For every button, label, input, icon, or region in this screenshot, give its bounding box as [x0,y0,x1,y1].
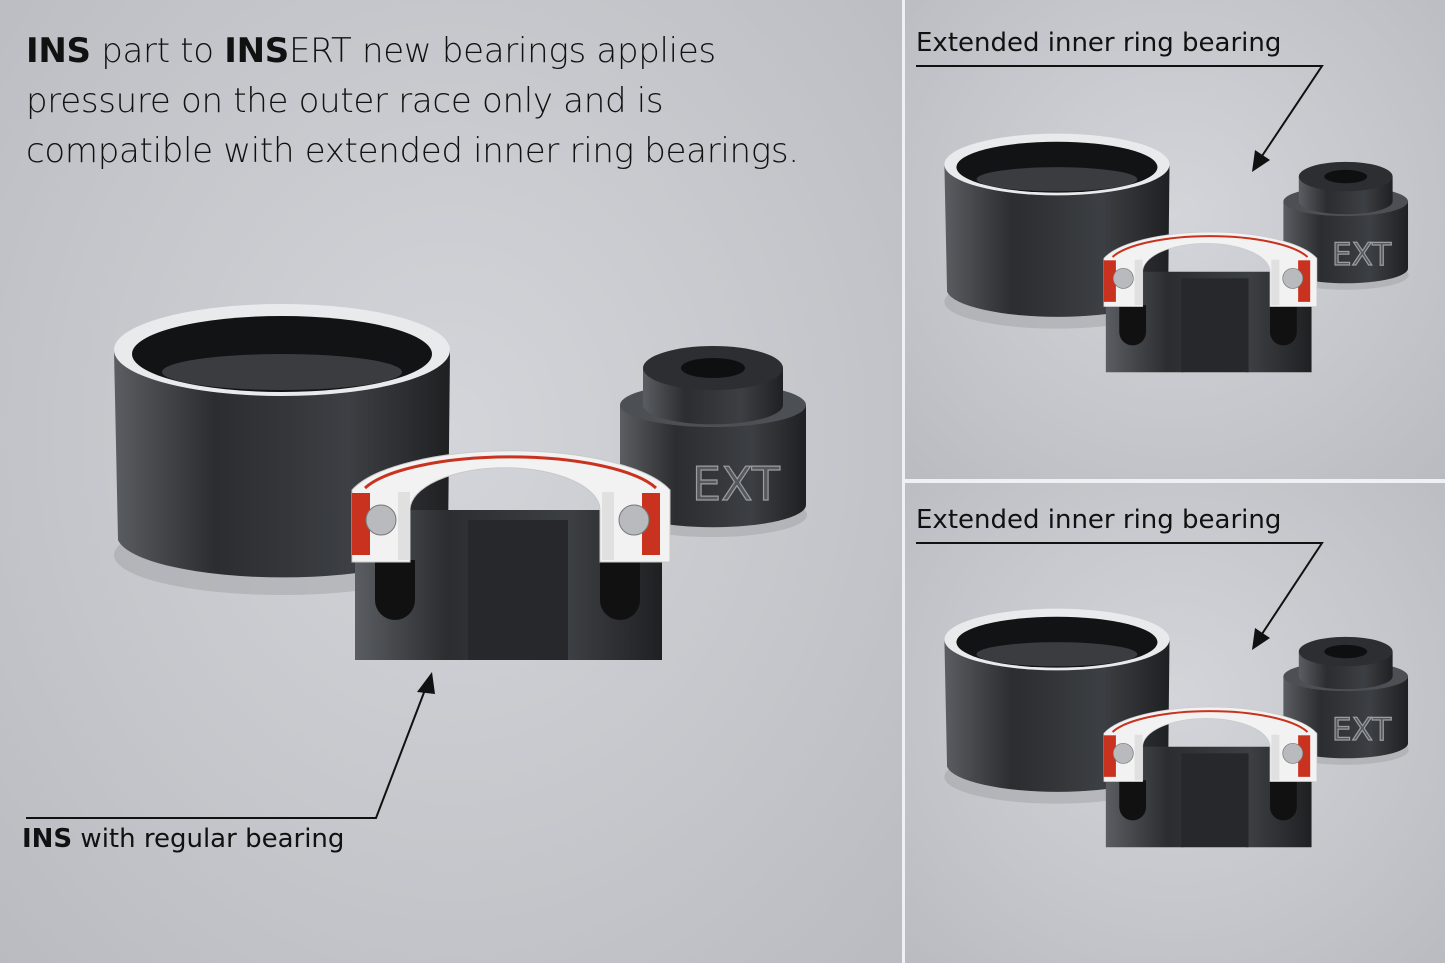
left-label: INS with regular bearing [22,824,344,854]
ext-engraving-right-top: EXT [1332,237,1392,273]
right-bottom-label: Extended inner ring bearing [916,505,1282,535]
horizontal-divider [905,479,1445,483]
right-bottom-callout-arrow [916,542,1324,650]
headline-line-3: compatible with extended inner ring bear… [26,131,799,171]
headline-bold-ins: INS [26,31,91,71]
left-callout-arrow [26,672,435,819]
headline-text: ERT new bearings applies [289,31,716,71]
right-top-callout-arrow [916,65,1324,172]
left-label-bold: INS [22,824,73,854]
headline-line-2: pressure on the outer race only and is [26,81,664,121]
ext-engraving: EXT [692,457,781,511]
headline: INS part to INSERT new bearings applies … [26,26,799,176]
vertical-divider [902,0,905,963]
headline-bold-ins: INS [224,31,289,71]
left-label-text: with regular bearing [72,824,345,854]
ext-engraving-right-bottom: EXT [1332,712,1392,748]
headline-text: part to [90,31,225,71]
right-top-label: Extended inner ring bearing [916,28,1282,58]
